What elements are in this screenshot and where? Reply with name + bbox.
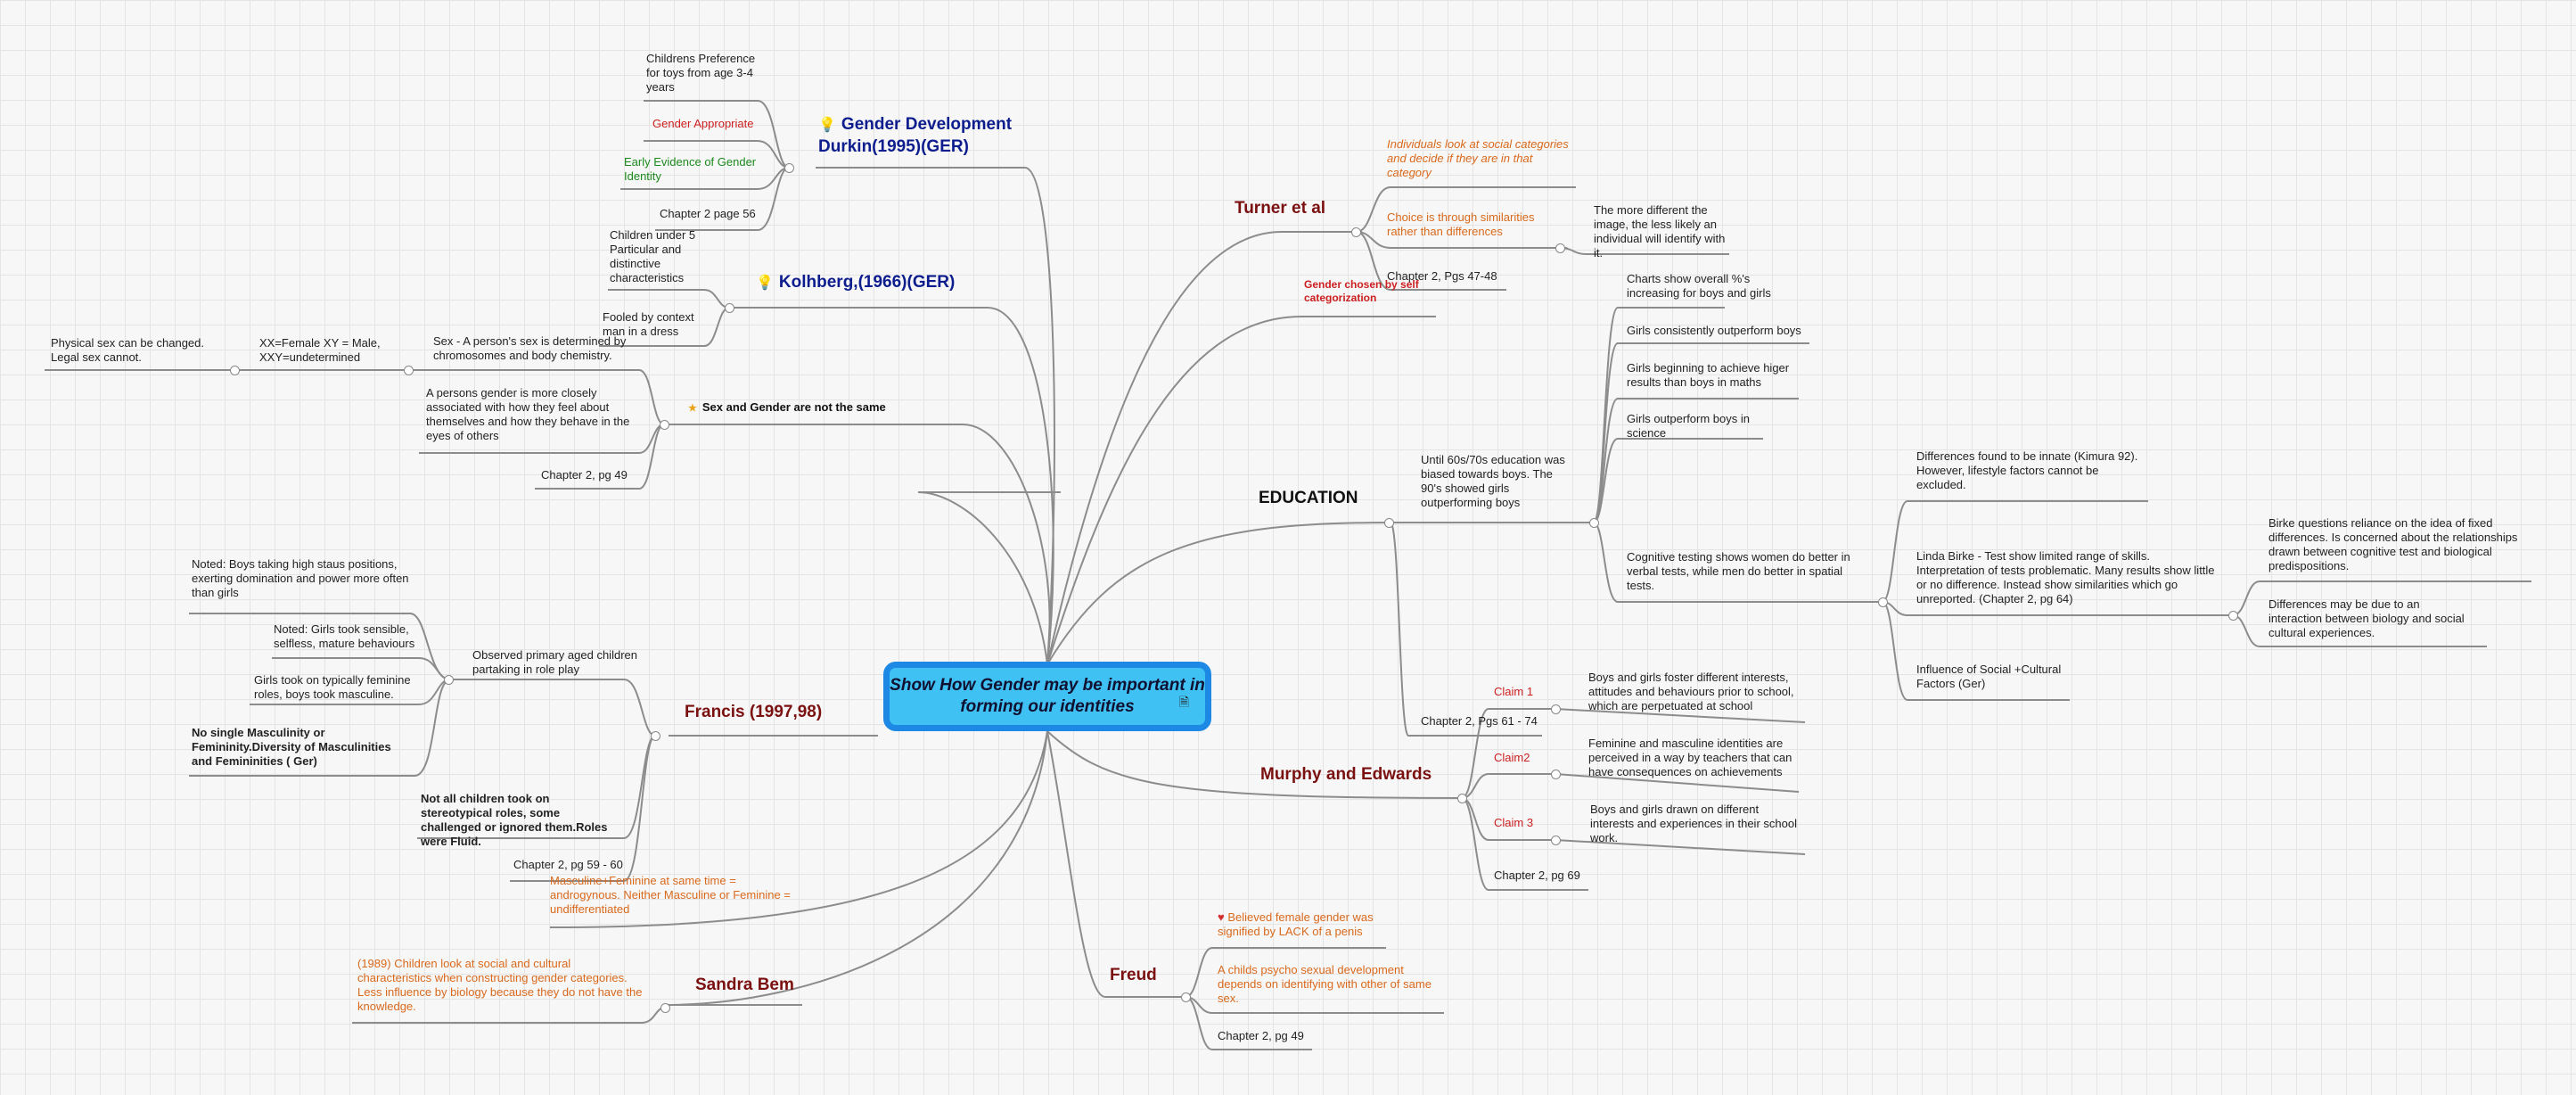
turner-choice[interactable]: Choice is through similarities rather th…	[1387, 210, 1535, 238]
education-influence[interactable]: Influence of Social +Cultural Factors (G…	[1916, 663, 2062, 690]
topic-durkin[interactable]: 💡Gender Development Durkin(1995)(GER)	[818, 114, 1032, 158]
connector-knot[interactable]	[1457, 794, 1467, 803]
murphy-claim2[interactable]: Claim2	[1494, 751, 1530, 764]
murphy-chapter[interactable]: Chapter 2, pg 69	[1494, 869, 1580, 882]
connector-knot[interactable]	[660, 1003, 670, 1013]
topic-sandra-bem[interactable]: Sandra Bem	[695, 976, 794, 994]
turner-self-categorization[interactable]: Gender chosen by self categorization	[1304, 278, 1419, 304]
education-consistently[interactable]: Girls consistently outperform boys	[1627, 324, 1801, 337]
turner-more-different[interactable]: The more different the image, the less l…	[1594, 203, 1726, 259]
connector-knot[interactable]	[725, 303, 734, 313]
freud-believed[interactable]: ♥ Believed female gender was signified b…	[1218, 910, 1387, 939]
francis-girls-noted[interactable]: Noted: Girls took sensible, selfless, ma…	[274, 622, 415, 650]
connector-knot[interactable]	[1384, 518, 1394, 528]
education-science[interactable]: Girls outperform boys in science	[1627, 412, 1750, 440]
francis-not-all[interactable]: Not all children took on stereotypical r…	[421, 792, 608, 848]
education-until[interactable]: Until 60s/70s education was biased towar…	[1421, 453, 1565, 509]
sex-chromosomes[interactable]: XX=Female XY = Male, XXY=undetermined	[259, 336, 381, 364]
durkin-chapter[interactable]: Chapter 2 page 56	[660, 207, 756, 220]
murphy-claim2-text[interactable]: Feminine and masculine identities are pe…	[1588, 737, 1793, 778]
central-topic[interactable]: Show How Gender may be important in form…	[883, 662, 1211, 731]
topic-durkin-label: Gender Development Durkin(1995)(GER)	[818, 115, 1013, 156]
kolhberg-under5[interactable]: Children under 5 Particular and distinct…	[610, 228, 696, 284]
connector-knot[interactable]	[1555, 243, 1565, 253]
connector-knot[interactable]	[404, 366, 414, 375]
francis-feminine-roles[interactable]: Girls took on typically feminine roles, …	[254, 673, 411, 701]
topic-education[interactable]: EDUCATION	[1259, 489, 1358, 507]
lightbulb-icon: 💡	[756, 276, 774, 291]
connector-knot[interactable]	[1551, 836, 1561, 845]
topic-turner[interactable]: Turner et al	[1235, 199, 1326, 218]
connector-knot[interactable]	[1181, 992, 1191, 1002]
murphy-claim3[interactable]: Claim 3	[1494, 816, 1534, 829]
topic-kolhberg-label: Kolhberg,(1966)(GER)	[778, 273, 956, 292]
connector-knot[interactable]	[660, 420, 669, 430]
francis-boys-noted[interactable]: Noted: Boys taking high staus positions,…	[192, 557, 409, 599]
connector-knot[interactable]	[1551, 704, 1561, 714]
sex-definition[interactable]: Sex - A person's sex is determined by ch…	[433, 334, 627, 362]
connector-knot[interactable]	[784, 163, 794, 173]
connector-knot[interactable]	[1878, 597, 1888, 607]
topic-freud[interactable]: Freud	[1110, 966, 1157, 984]
durkin-toys[interactable]: Childrens Preference for toys from age 3…	[646, 52, 756, 94]
bem-androgynous[interactable]: Masculine+Feminine at same time = androg…	[550, 874, 791, 916]
francis-chapter[interactable]: Chapter 2, pg 59 - 60	[513, 858, 623, 871]
connector-knot[interactable]	[230, 366, 240, 375]
connector-knot[interactable]	[444, 675, 454, 685]
connector-knot[interactable]	[651, 731, 660, 741]
murphy-claim1[interactable]: Claim 1	[1494, 685, 1534, 698]
connector-knot[interactable]	[1351, 227, 1361, 237]
connector-knot[interactable]	[1551, 770, 1561, 779]
topic-murphy-edwards[interactable]: Murphy and Edwards	[1260, 765, 1432, 784]
note-icon[interactable]: 🗎	[1178, 695, 1189, 709]
education-interaction[interactable]: Differences may be due to an interaction…	[2268, 597, 2465, 639]
sex-physical[interactable]: Physical sex can be changed. Legal sex c…	[51, 336, 204, 364]
education-innate[interactable]: Differences found to be innate (Kimura 9…	[1916, 449, 2138, 491]
gender-definition[interactable]: A persons gender is more closely associa…	[426, 386, 630, 442]
connector-knot[interactable]	[1589, 518, 1599, 528]
education-birke[interactable]: Linda Birke - Test show limited range of…	[1916, 549, 2215, 605]
turner-individuals[interactable]: Individuals look at social categories an…	[1387, 137, 1569, 179]
turner-chapter[interactable]: Chapter 2, Pgs 47-48	[1387, 269, 1497, 283]
education-chapter[interactable]: Chapter 2, Pgs 61 - 74	[1421, 714, 1538, 728]
topic-francis[interactable]: Francis (1997,98)	[685, 703, 823, 721]
murphy-claim1-text[interactable]: Boys and girls foster different interest…	[1588, 671, 1794, 712]
freud-psycho[interactable]: A childs psycho sexual development depen…	[1218, 963, 1432, 1005]
central-topic-label: Show How Gender may be important in form…	[890, 676, 1205, 716]
connector-knot[interactable]	[2228, 611, 2238, 621]
freud-chapter[interactable]: Chapter 2, pg 49	[1218, 1029, 1304, 1042]
education-charts[interactable]: Charts show overall %'s increasing for b…	[1627, 272, 1771, 300]
bem-children-1989[interactable]: (1989) Children look at social and cultu…	[357, 957, 643, 1013]
kolhberg-fooled[interactable]: Fooled by context man in a dress	[603, 310, 694, 338]
education-maths[interactable]: Girls beginning to achieve higer results…	[1627, 361, 1790, 389]
topic-sex-gender[interactable]: ★ Sex and Gender are not the same	[688, 400, 886, 414]
francis-no-single[interactable]: No single Masculinity or Femininity.Dive…	[192, 726, 391, 768]
topic-sex-gender-label: Sex and Gender are not the same	[701, 400, 886, 414]
lightbulb-icon: 💡	[818, 118, 836, 133]
francis-observed[interactable]: Observed primary aged children partaking…	[472, 648, 637, 676]
education-cognitive[interactable]: Cognitive testing shows women do better …	[1627, 550, 1850, 592]
heart-icon: ♥	[1218, 910, 1225, 924]
topic-kolhberg[interactable]: 💡 Kolhberg,(1966)(GER)	[756, 273, 955, 292]
durkin-appropriate[interactable]: Gender Appropriate	[652, 117, 754, 130]
star-icon: ★	[688, 403, 697, 414]
murphy-claim3-text[interactable]: Boys and girls drawn on different intere…	[1590, 803, 1797, 844]
freud-believed-label: Believed female gender was signified by …	[1218, 910, 1374, 938]
education-birke-questions[interactable]: Birke questions reliance on the idea of …	[2268, 516, 2518, 572]
sex-gender-chapter[interactable]: Chapter 2, pg 49	[541, 468, 628, 482]
durkin-early-evidence[interactable]: Early Evidence of Gender Identity	[624, 155, 757, 183]
